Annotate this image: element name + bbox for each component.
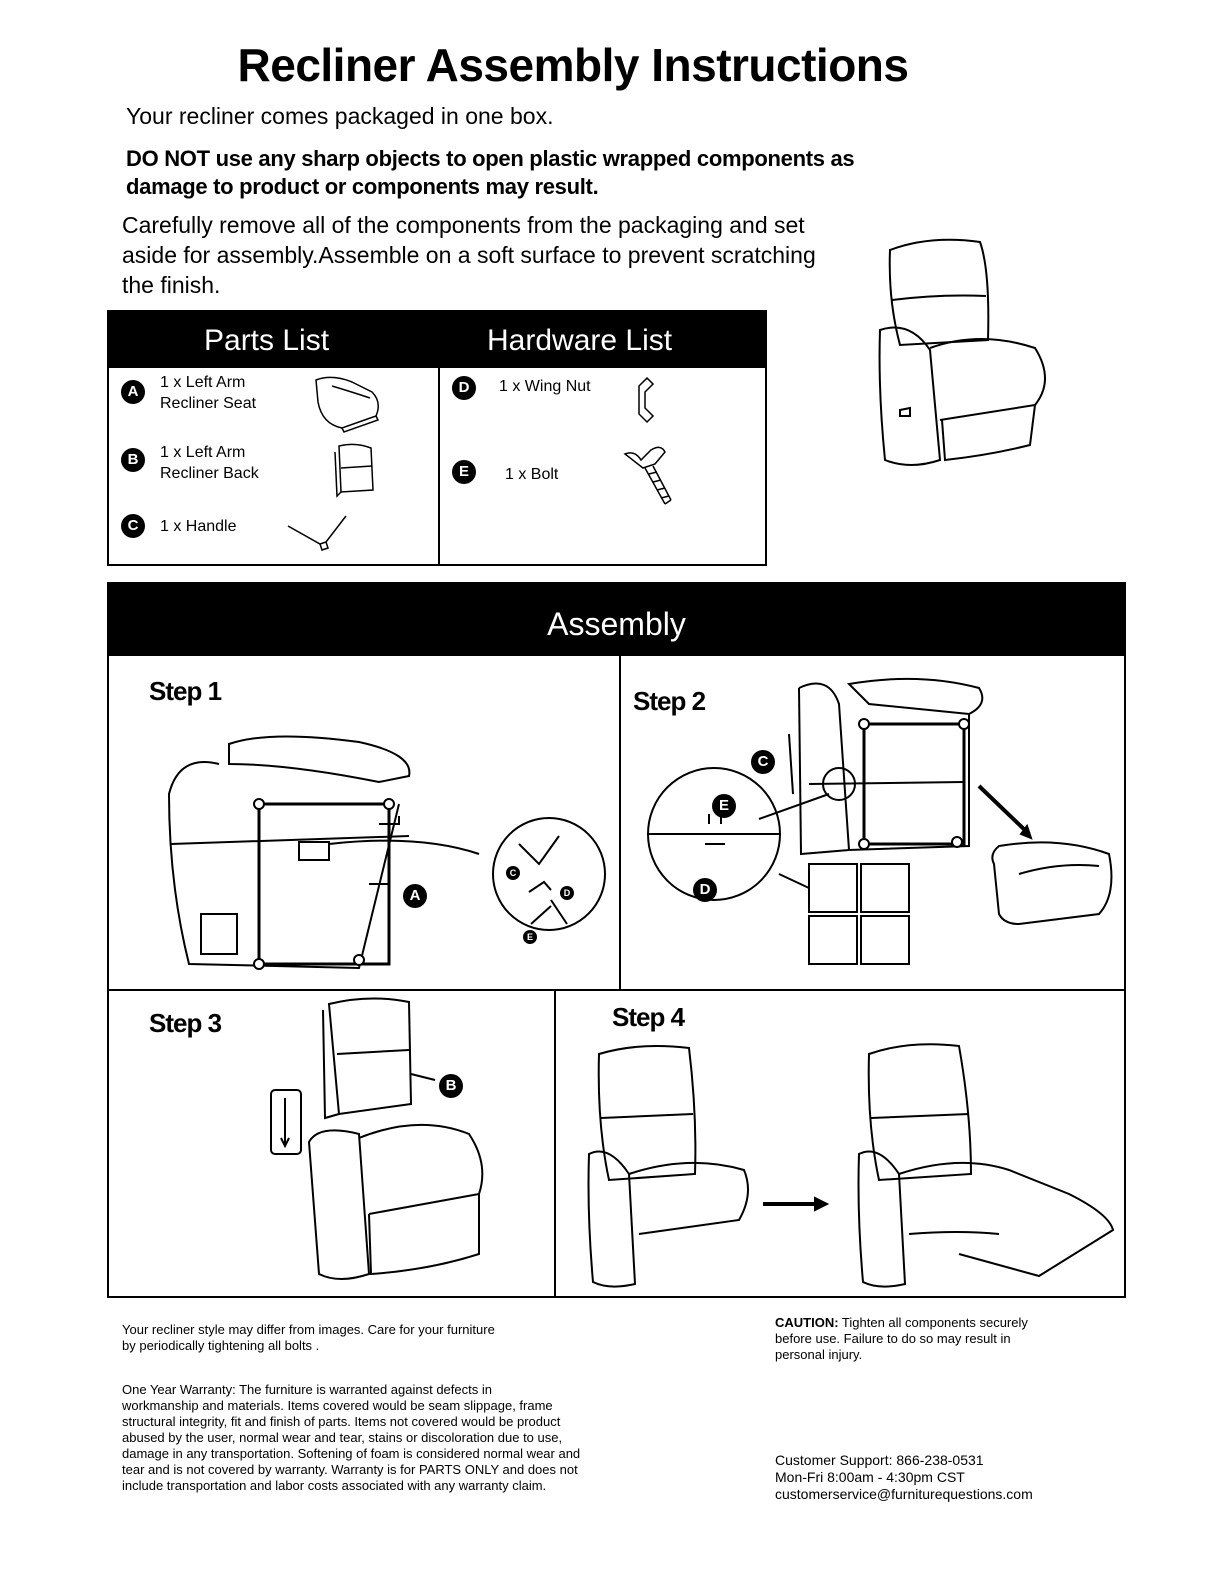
warranty-line: structural integrity, fit and finish of … (122, 1414, 561, 1429)
step-2-part-d-callout: D (693, 878, 717, 902)
customer-support: Customer Support: 866-238-0531 Mon-Fri 8… (775, 1452, 1033, 1503)
part-e-label: 1 x Bolt (505, 466, 559, 483)
step-2-illustration (647, 677, 1113, 965)
seat-icon (315, 376, 380, 433)
part-c-badge: C (121, 514, 145, 538)
warranty-text: One Year Warranty: The furniture is warr… (122, 1382, 580, 1494)
package-note: Your recliner comes packaged in one box. (126, 103, 554, 129)
row-divider (109, 989, 1124, 991)
warranty-line: tear and is not covered by warranty. War… (122, 1462, 578, 1477)
warranty-line: include transportation and labor costs a… (122, 1478, 547, 1493)
part-a-name: Recliner Seat (160, 395, 257, 412)
step-3-illustration (270, 997, 484, 1280)
warranty-line: damage in any transportation. Softening … (122, 1446, 581, 1461)
step-2-label: Step 2 (633, 686, 706, 716)
assembly-heading: Assembly (547, 606, 686, 642)
hardware-list-heading: Hardware List (487, 324, 673, 357)
column-divider (438, 368, 440, 564)
step-1-illustration (167, 735, 606, 970)
part-d-label: 1 x Wing Nut (499, 378, 591, 395)
top-column-divider (619, 656, 621, 989)
step-2-part-c-callout: C (751, 750, 775, 774)
step-3-label: Step 3 (149, 1008, 222, 1038)
part-c-label: 1 x Handle (160, 518, 237, 535)
step-1-label: Step 1 (149, 676, 222, 706)
step-1-part-a-callout: A (403, 884, 427, 908)
caution-line-1: CAUTION: Tighten all components securely (775, 1315, 1028, 1331)
part-d-badge: D (452, 376, 476, 400)
caution-note: CAUTION: Tighten all components securely… (775, 1315, 1028, 1363)
step-4-label: Step 4 (612, 1002, 685, 1032)
warranty-line: abused by the user, normal wear and tear… (122, 1430, 563, 1445)
warranty-line: One Year Warranty: The furniture is warr… (122, 1382, 492, 1397)
part-a-badge: A (121, 380, 145, 404)
caution-line-3: personal injury. (775, 1347, 863, 1362)
back-icon (334, 443, 374, 498)
part-b-qty: 1 x Left Arm (160, 444, 246, 461)
caution-text: Tighten all components securely (838, 1315, 1028, 1330)
list-header: Parts List Hardware List (109, 312, 765, 368)
recliner-illustration (878, 238, 1046, 466)
unpack-instructions: Carefully remove all of the components f… (122, 212, 816, 298)
parts-hardware-panel: Parts List Hardware List A 1 x Left Arm … (107, 310, 767, 566)
parts-list-heading: Parts List (204, 324, 330, 357)
handle-icon (287, 515, 347, 551)
care-note-line: by periodically tightening all bolts . (122, 1338, 320, 1353)
step-2-part-e-callout: E (712, 794, 736, 818)
bolt-icon (623, 446, 672, 505)
wing-nut-icon (638, 376, 655, 424)
caution-line-2: before use. Failure to do so may result … (775, 1331, 1011, 1346)
style-care-note: Your recliner style may differ from imag… (122, 1322, 495, 1354)
part-e-badge: E (452, 460, 476, 484)
part-b-name: Recliner Back (160, 465, 259, 482)
care-note-line: Your recliner style may differ from imag… (122, 1322, 495, 1337)
part-b-badge: B (121, 448, 145, 472)
assembly-panel: Assembly Step 1 Step 2 Step 3 Step 4 A C… (107, 582, 1126, 1298)
page-title: Recliner Assembly Instructions (237, 39, 909, 91)
support-email[interactable]: customerservice@furniturequestions.com (775, 1486, 1033, 1502)
sharp-objects-warning: DO NOT use any sharp objects to open pla… (126, 146, 855, 199)
part-a-qty: 1 x Left Arm (160, 374, 246, 391)
step-1-part-d-callout: D (560, 886, 574, 900)
warranty-line: workmanship and materials. Items covered… (122, 1398, 553, 1413)
part-a-label: 1 x Left Arm Recliner Seat (160, 372, 256, 414)
part-b-label: 1 x Left Arm Recliner Back (160, 442, 259, 484)
step-4-illustration (587, 1043, 1115, 1288)
step-1-part-c-callout: C (506, 866, 520, 880)
support-phone: Customer Support: 866-238-0531 (775, 1452, 984, 1468)
step-1-part-e-callout: E (523, 930, 537, 944)
bottom-column-divider (554, 989, 556, 1296)
assembly-header: Assembly (109, 584, 1124, 656)
step-3-part-b-callout: B (439, 1074, 463, 1098)
caution-label: CAUTION: (775, 1315, 839, 1330)
support-hours: Mon-Fri 8:00am - 4:30pm CST (775, 1469, 965, 1485)
